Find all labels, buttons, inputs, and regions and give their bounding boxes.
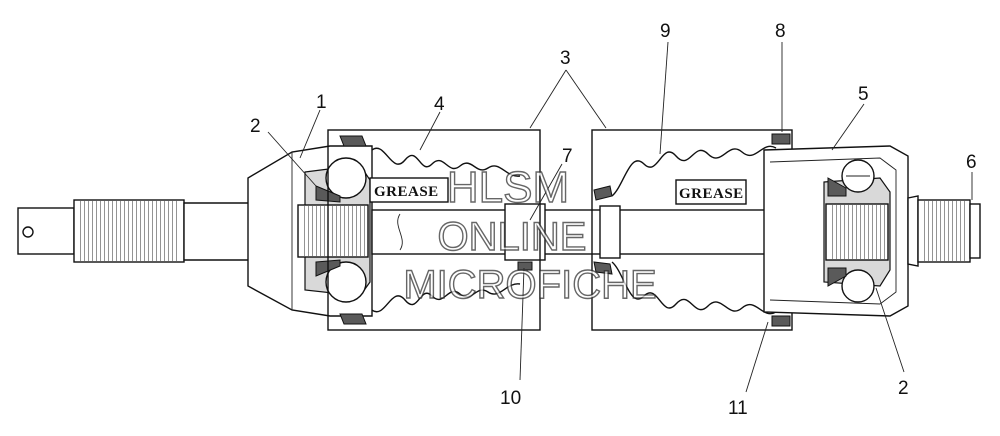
leader-lines [267,41,973,393]
callout-4: 4 [434,94,445,115]
callout-3: 3 [560,48,571,69]
callout-9: 9 [660,21,671,42]
grease-label-left: GREASE [374,184,439,200]
ball-bearing-upper-left [325,157,367,199]
right-cv-housing [763,145,909,317]
callout-1: 1 [316,92,327,113]
callout-2-left: 2 [250,116,261,137]
watermark-line2: ONLINE [438,215,587,259]
right-clamp-11 [771,315,791,327]
callout-5: 5 [858,84,869,105]
watermark: HLSM ONLINE MICROFICHE [403,162,658,307]
callout-10: 10 [500,388,521,409]
right-stub-shaft [907,195,981,267]
right-clamp-8 [771,133,791,145]
ball-bearing-lower-left [325,261,367,303]
left-clamp-10 [517,261,533,271]
grease-label-box-left [369,177,449,203]
left-cv-housing [247,145,373,317]
left-boot-frame [327,129,541,331]
watermark-line1: HLSM [447,163,569,212]
callout-labels: 1 2 3 4 5 6 7 8 9 10 11 2 [250,21,977,419]
watermark-line3: MICROFICHE [403,263,656,307]
callout-8: 8 [775,21,786,42]
ball-bearing-lower-right [841,269,875,303]
right-boot: GREASE [591,129,793,331]
callout-2-right: 2 [898,378,909,399]
left-stub-shaft [17,199,251,263]
callout-6: 6 [966,152,977,173]
callout-11: 11 [728,398,748,419]
left-boot: GREASE [327,129,541,331]
grease-label-right: GREASE [679,186,744,202]
callout-7: 7 [562,146,573,167]
grease-label-box-right [675,179,747,205]
